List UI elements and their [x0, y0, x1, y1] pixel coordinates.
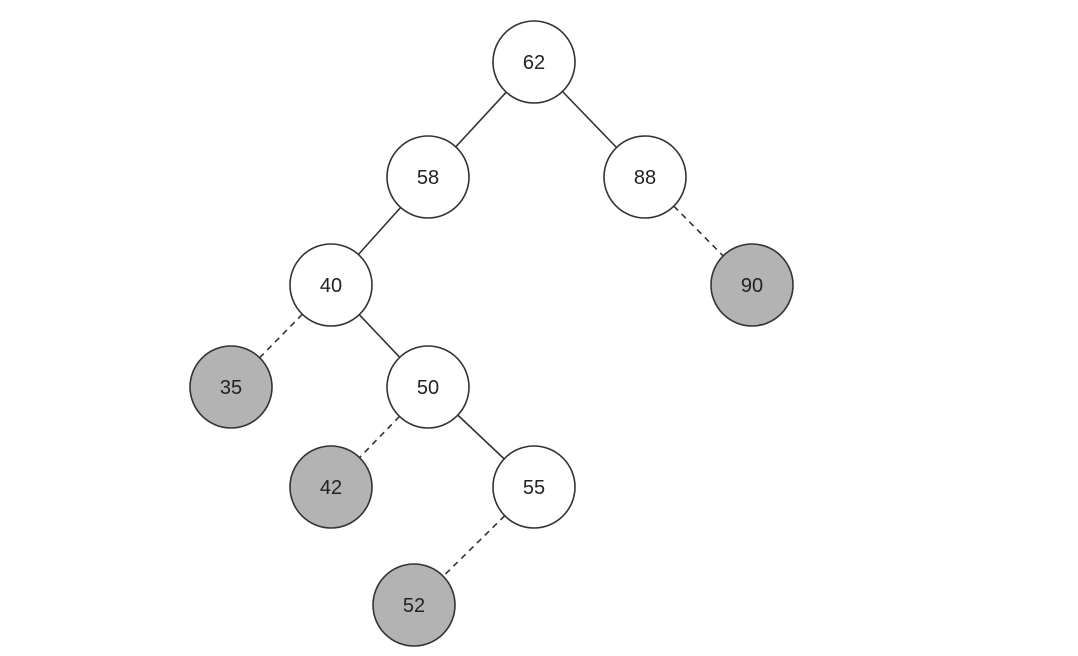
node-circle: [289, 445, 373, 529]
tree-node-55: 55: [492, 445, 576, 529]
node-label: 40: [320, 275, 342, 297]
node-label: 55: [523, 477, 545, 499]
edge-40-35: [259, 313, 303, 359]
edge-50-55: [457, 414, 505, 460]
node-circle: [710, 243, 794, 327]
edge-88-90: [673, 205, 724, 257]
tree-node-42: 42: [289, 445, 373, 529]
node-label: 88: [634, 167, 656, 189]
tree-node-50: 50: [386, 345, 470, 429]
edge-62-58: [455, 91, 507, 148]
node-label: 42: [320, 477, 342, 499]
edge-62-88: [561, 90, 618, 149]
tree-node-90: 90: [710, 243, 794, 327]
node-label: 58: [417, 167, 439, 189]
edge-55-52: [442, 515, 506, 577]
tree-edges: [259, 90, 724, 577]
tree-node-88: 88: [603, 135, 687, 219]
node-circle: [603, 135, 687, 219]
tree-node-52: 52: [372, 563, 456, 647]
tree-node-62: 62: [492, 20, 576, 104]
node-label: 62: [523, 52, 545, 74]
node-circle: [189, 345, 273, 429]
node-label: 35: [220, 377, 242, 399]
tree-nodes: 62 58 88 40 90 35 50 42 55 52: [189, 20, 794, 647]
edge-50-42: [358, 415, 401, 459]
node-circle: [372, 563, 456, 647]
node-label: 90: [741, 275, 763, 297]
tree-node-35: 35: [189, 345, 273, 429]
node-circle: [386, 345, 470, 429]
node-circle: [386, 135, 470, 219]
tree-node-58: 58: [386, 135, 470, 219]
node-circle: [289, 243, 373, 327]
edge-40-50: [358, 314, 401, 358]
tree-node-40: 40: [289, 243, 373, 327]
node-circle: [492, 445, 576, 529]
node-label: 52: [403, 595, 425, 617]
node-circle: [492, 20, 576, 104]
node-label: 50: [417, 377, 439, 399]
edge-58-40: [357, 206, 402, 256]
